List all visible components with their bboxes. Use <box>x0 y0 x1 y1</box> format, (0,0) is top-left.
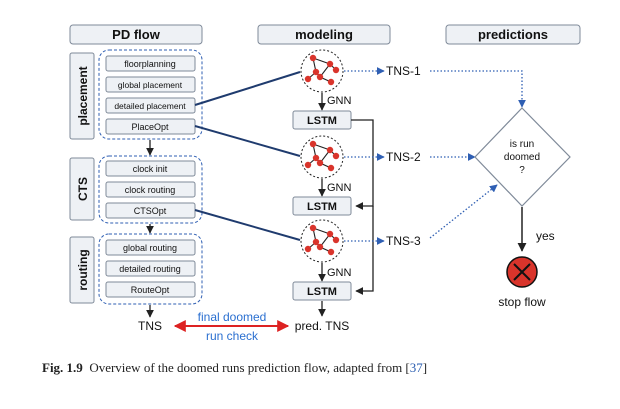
final-check-line1: final doomed <box>198 310 267 324</box>
header-pd-flow: PD flow <box>69 24 203 45</box>
svg-text:placement: placement <box>76 66 90 125</box>
svg-text:CTSOpt: CTSOpt <box>134 206 167 216</box>
svg-text:global placement: global placement <box>118 80 183 90</box>
gnn-label-2: GNN <box>327 182 352 194</box>
tns1-to-decision <box>430 70 526 108</box>
svg-text:?: ? <box>519 165 525 176</box>
yes-label: yes <box>536 229 555 243</box>
caption-reference-link[interactable]: 37 <box>409 360 423 375</box>
connector-detailed-placement-graph1 <box>194 71 301 106</box>
group-label-routing: routing <box>69 236 95 304</box>
step-detailed-routing: detailed routing <box>105 260 196 277</box>
graph-icon-1 <box>300 49 344 93</box>
cts-group-box <box>98 155 203 224</box>
lstm-recurrence-2-3 <box>355 206 374 295</box>
svg-text:LSTM: LSTM <box>307 115 337 127</box>
step-global-routing: global routing <box>105 239 196 256</box>
svg-text:routing: routing <box>76 249 90 290</box>
gnn-label-3: GNN <box>327 267 352 279</box>
step-floorplanning: floorplanning <box>105 55 196 72</box>
header-modeling: modeling <box>257 24 391 45</box>
pred-tns-label: pred. TNS <box>295 319 349 333</box>
step-routeopt: RouteOpt <box>105 281 196 298</box>
gnn-label-1: GNN <box>327 95 352 107</box>
tns2-label: TNS-2 <box>386 150 421 164</box>
svg-text:clock init: clock init <box>133 164 168 174</box>
svg-text:RouteOpt: RouteOpt <box>131 285 170 295</box>
svg-text:PlaceOpt: PlaceOpt <box>131 122 169 132</box>
caption-text: Overview of the doomed runs prediction f… <box>89 360 410 375</box>
placement-group-box <box>98 49 203 140</box>
step-global-placement: global placement <box>105 76 196 93</box>
stop-icon <box>506 256 538 288</box>
tns1-label: TNS-1 <box>386 64 421 78</box>
caption-close-bracket: ] <box>422 360 428 375</box>
tns3-label: TNS-3 <box>386 234 421 248</box>
svg-text:floorplanning: floorplanning <box>124 59 176 69</box>
connector-placeopt-graph2 <box>194 125 301 157</box>
figure-caption: Fig. 1.9 Overview of the doomed runs pre… <box>42 360 602 376</box>
step-ctsopt: CTSOpt <box>105 202 196 219</box>
svg-text:detailed placement: detailed placement <box>114 101 186 111</box>
svg-text:is run: is run <box>510 139 534 150</box>
svg-text:modeling: modeling <box>295 27 353 42</box>
final-tns-label: TNS <box>138 319 162 333</box>
svg-text:doomed: doomed <box>504 152 540 163</box>
svg-text:predictions: predictions <box>478 27 548 42</box>
lstm-box-2: LSTM <box>292 196 352 216</box>
connector-ctsopt-graph3 <box>194 209 301 241</box>
tns3-to-decision <box>429 184 498 239</box>
graph-icon-2 <box>300 135 344 179</box>
group-label-cts: CTS <box>69 157 95 221</box>
routing-group-box <box>98 233 203 305</box>
svg-text:LSTM: LSTM <box>307 201 337 213</box>
lstm-recurrence-1-2 <box>351 119 374 210</box>
group-label-placement: placement <box>69 52 95 140</box>
svg-text:detailed routing: detailed routing <box>119 264 181 274</box>
final-check-line2: run check <box>206 329 259 343</box>
step-detailed-placement: detailed placement <box>105 97 196 114</box>
caption-figure-number: Fig. 1.9 <box>42 360 83 375</box>
svg-text:global routing: global routing <box>123 243 177 253</box>
svg-text:PD flow: PD flow <box>112 27 161 42</box>
header-predictions: predictions <box>445 24 581 45</box>
step-clock-routing: clock routing <box>105 181 196 198</box>
decision-diamond: is run doomed ? <box>474 107 571 207</box>
graph-icon-3 <box>300 219 344 263</box>
svg-text:LSTM: LSTM <box>307 286 337 298</box>
svg-text:CTS: CTS <box>76 177 90 201</box>
svg-text:clock routing: clock routing <box>125 185 176 195</box>
lstm-box-3: LSTM <box>292 281 352 301</box>
stop-flow-label: stop flow <box>498 295 546 309</box>
step-clock-init: clock init <box>105 160 196 177</box>
lstm-box-1: LSTM <box>292 110 352 130</box>
step-placeopt: PlaceOpt <box>105 118 196 135</box>
